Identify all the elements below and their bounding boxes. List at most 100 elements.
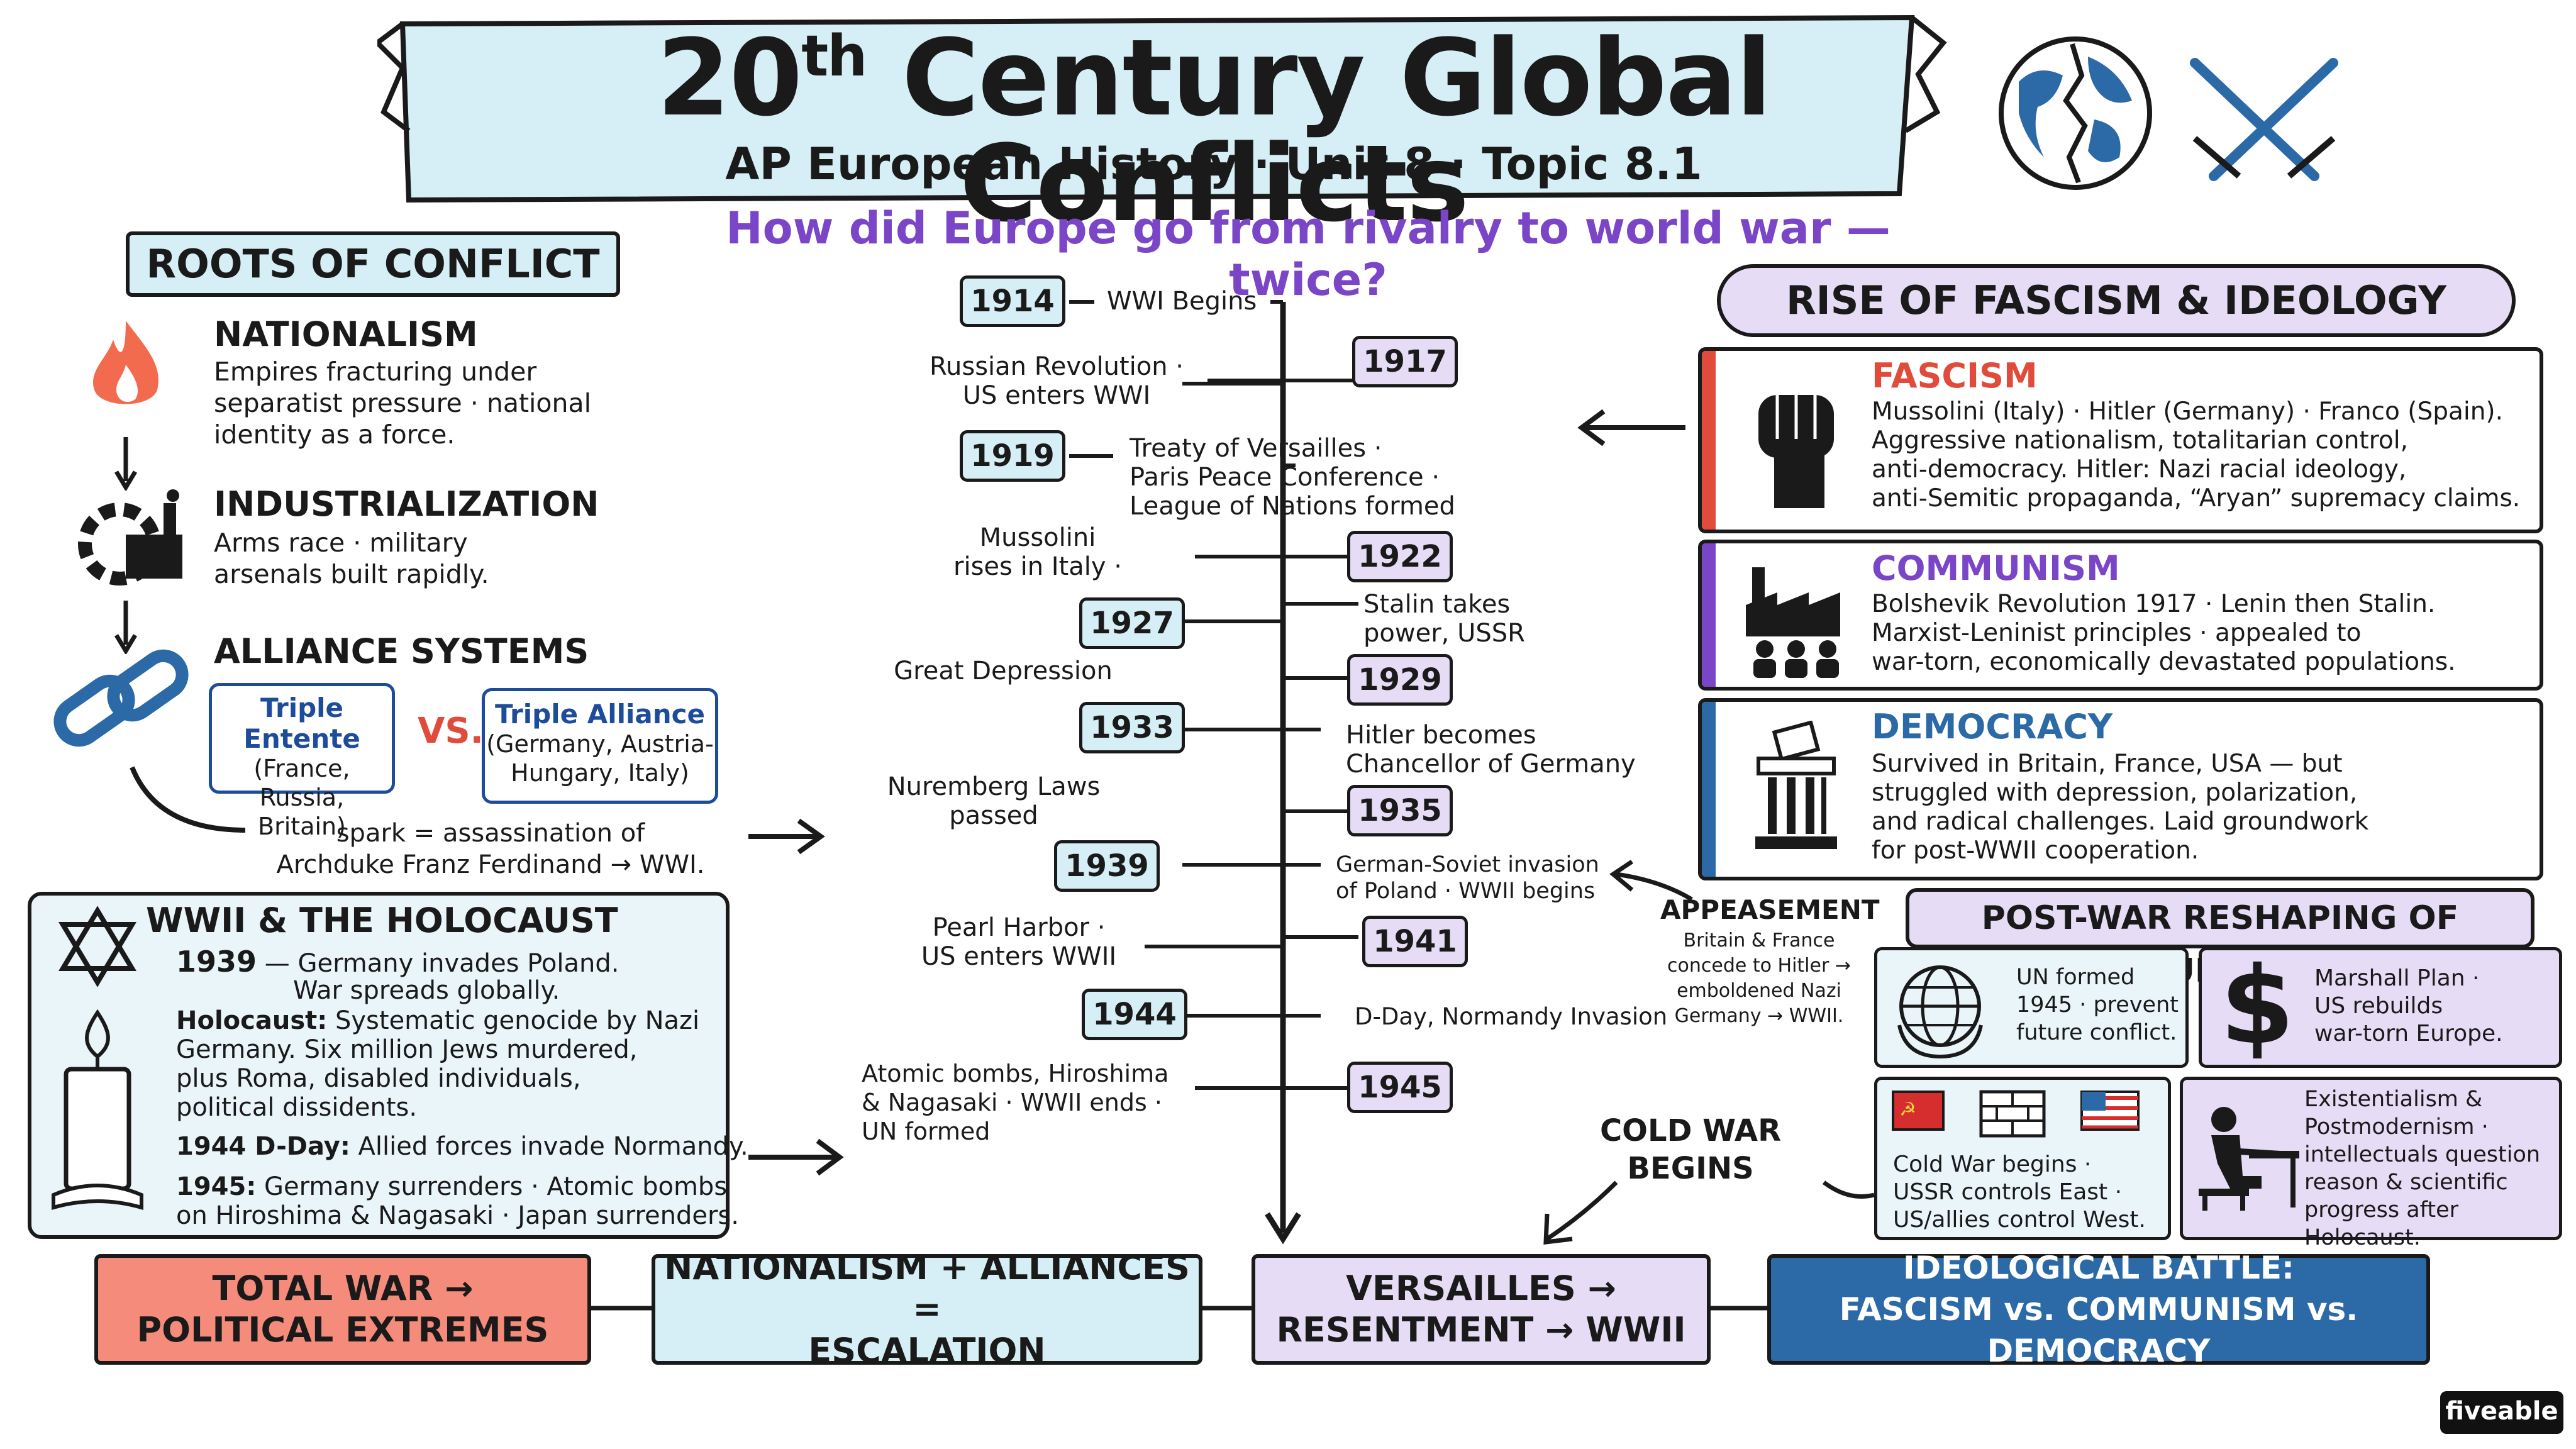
arrow-left-icon	[1577, 409, 1685, 447]
summary-nationalism: NATIONALISM + ALLIANCES =ESCALATION	[652, 1248, 1202, 1370]
nationalism-line-2: separatist pressure · national	[214, 388, 592, 418]
spark-arrow	[130, 766, 825, 855]
un-globe-icon	[1897, 965, 1983, 1059]
summary-ideological-battle: IDEOLOGICAL BATTLE:FASCISM vs. COMMUNISM…	[1767, 1250, 2430, 1369]
year-1945: 1945	[1347, 1062, 1453, 1113]
year-1917: 1917	[1352, 336, 1458, 387]
wwii-line-5: political dissidents.	[176, 1093, 418, 1122]
year-1935: 1935	[1347, 785, 1453, 836]
arrow-down-icon	[114, 601, 138, 654]
communism-card: COMMUNISM Bolshevik Revolution 1917 · Le…	[1698, 540, 2543, 691]
wwii-line-1: 1939 — Germany invades Poland.	[176, 945, 619, 979]
year-1941: 1941	[1362, 916, 1468, 967]
wwii-line-7: 1945: Germany surrenders · Atomic bombs	[176, 1172, 728, 1201]
fascism-title: FASCISM	[1872, 356, 2038, 396]
summary-total-war: TOTAL WAR →POLITICAL EXTREMES	[94, 1254, 591, 1365]
event-1941: Pearl Harbor ·US enters WWII	[921, 913, 1117, 971]
coldwar-text: Cold War begins ·USSR controls East ·US/…	[1893, 1152, 2146, 1233]
nationalism-title: NATIONALISM	[214, 314, 478, 354]
dollar-icon: $	[2220, 944, 2295, 1069]
democracy-card: DEMOCRACY Survived in Britain, France, U…	[1698, 698, 2543, 880]
existentialism-text: Existentialism &Postmodernism ·intellect…	[2304, 1087, 2541, 1250]
wwii-line-3: Germany. Six million Jews murdered,	[176, 1035, 638, 1064]
democracy-title: DEMOCRACY	[1872, 707, 2113, 747]
page-title: 20th Century Global Conflicts	[657, 16, 1772, 245]
communism-body: Bolshevik Revolution 1917 · Lenin then S…	[1872, 590, 2456, 676]
year-1939: 1939	[1054, 840, 1160, 892]
industrialization-title: INDUSTRIALIZATION	[214, 484, 599, 524]
coldwar-arrows	[1543, 1180, 1875, 1245]
year-1919: 1919	[960, 430, 1065, 482]
communism-title: COMMUNISM	[1872, 548, 2120, 588]
spark-note: spark = assassination of Archduke Franz …	[239, 818, 742, 880]
title-banner	[377, 14, 1947, 203]
thinker-desk-icon	[2199, 1107, 2299, 1211]
entente-line-2: Britain)	[258, 813, 346, 840]
spark-line-2: Archduke Franz Ferdinand → WWI.	[276, 850, 705, 879]
appeasement-arrow	[1609, 860, 1693, 902]
postwar-heading: POST-WAR RESHAPING OF EUROPE	[1906, 888, 2534, 990]
industrialization-line-2: arsenals built rapidly.	[214, 559, 489, 589]
year-1944: 1944	[1082, 989, 1187, 1040]
wwii-line-1b: War spreads globally.	[293, 976, 560, 1005]
year-1914: 1914	[960, 275, 1065, 327]
appeasement-title: APPEASEMENT	[1660, 894, 1880, 925]
event-1945: Atomic bombs, Hiroshima& Nagasaki · WWII…	[862, 1060, 1169, 1145]
nationalism-line-1: Empires fracturing under	[214, 357, 537, 387]
guiding-question: How did Europe go from rivalry to world …	[726, 203, 1890, 306]
year-1927: 1927	[1079, 597, 1185, 649]
factory-gear-icon	[78, 489, 182, 586]
svg-text:☭: ☭	[1899, 1099, 1916, 1121]
ideology-heading: RISE OF FASCISM & IDEOLOGY CLASH	[1717, 264, 2516, 389]
chain-link-icon	[53, 649, 189, 747]
flags-wall-icon: ☭	[1892, 1090, 2140, 1138]
industrialization-line-1: Arms race · military	[214, 528, 468, 558]
factory-people-icon	[1746, 567, 1840, 678]
roots-heading: ROOTS OF CONFLICT	[126, 231, 620, 297]
swords-icon	[2190, 58, 2338, 181]
alliance-box-title: Triple Alliance	[494, 699, 706, 730]
summary-versailles: VERSAILLES →RESENTMENT → WWII	[1252, 1254, 1711, 1365]
nationalism-line-3: identity as a force.	[214, 419, 455, 450]
flame-icon	[92, 321, 158, 404]
alliance-title: ALLIANCE SYSTEMS	[214, 631, 589, 671]
event-1944: D-Day, Normandy Invasion	[1355, 1003, 1668, 1030]
wwii-line-8: on Hiroshima & Nagasaki · Japan surrende…	[176, 1201, 740, 1230]
triple-alliance-box: Triple Alliance (Germany, Austria- Hunga…	[482, 688, 718, 804]
event-1914: WWI Begins	[1107, 287, 1257, 316]
vs-label: VS.	[418, 711, 484, 752]
existentialism-box	[2180, 1077, 2562, 1240]
candle-icon	[52, 1009, 143, 1210]
wwii-title: WWII & THE HOLOCAUST	[146, 901, 618, 940]
fascism-body: Mussolini (Italy) · Hitler (Germany) · F…	[1872, 397, 2521, 513]
alliance-box-line-2: Hungary, Italy)	[511, 759, 689, 787]
wwii-holocaust-box	[28, 892, 730, 1239]
fascism-card: FASCISM Mussolini (Italy) · Hitler (Germ…	[1698, 347, 2543, 533]
entente-title: Triple Entente	[243, 692, 360, 754]
entente-line-1: (France, Russia,	[253, 755, 350, 811]
year-1929: 1929	[1347, 654, 1453, 706]
year-1922: 1922	[1347, 531, 1453, 582]
event-1917: Russian Revolution ·US enters WWI	[930, 352, 1184, 410]
star-of-david-icon	[58, 906, 137, 987]
timeline-axis	[1069, 300, 1358, 1245]
wwii-arrow	[748, 1138, 844, 1176]
spark-line-1: spark = assassination of	[336, 819, 645, 848]
triple-entente-box: Triple Entente (France, Russia, Britain)	[209, 683, 395, 840]
wwii-line-2: Holocaust: Systematic genocide by Nazi	[176, 1006, 700, 1035]
fiveable-logo: fiveable	[2440, 1391, 2563, 1434]
raised-fist-icon	[1758, 395, 1834, 508]
arrow-down-icon	[114, 437, 138, 491]
wwii-line-6: 1944 D-Day: Allied forces invade Normand…	[176, 1132, 748, 1161]
alliance-box-line-1: (Germany, Austria-	[486, 730, 714, 758]
